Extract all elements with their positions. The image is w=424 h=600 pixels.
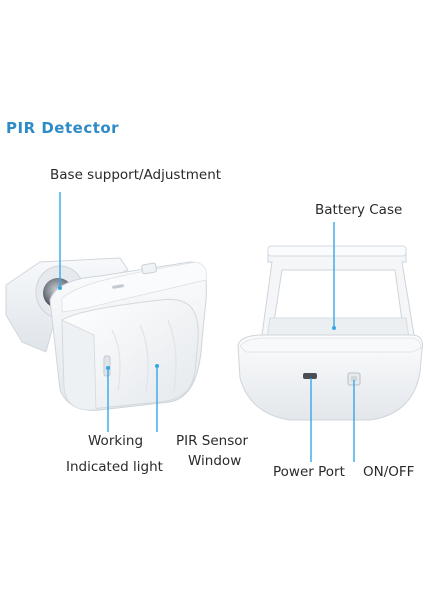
label-power-port: Power Port (273, 464, 345, 480)
page-title: PIR Detector (6, 119, 120, 137)
pir-detector-left (5, 257, 207, 411)
label-base-support: Base support/Adjustment (50, 167, 222, 183)
label-indicated-light: Indicated light (66, 459, 163, 475)
power-port (303, 373, 317, 379)
label-battery-case: Battery Case (315, 202, 403, 218)
pir-detector-right (237, 245, 423, 421)
label-on-off: ON/OFF (363, 464, 415, 480)
label-working: Working (88, 433, 144, 449)
indicator-light (103, 355, 111, 377)
callout-lines (58, 192, 355, 462)
label-window: Window (188, 453, 242, 469)
label-pir-sensor: PIR Sensor (176, 433, 249, 449)
